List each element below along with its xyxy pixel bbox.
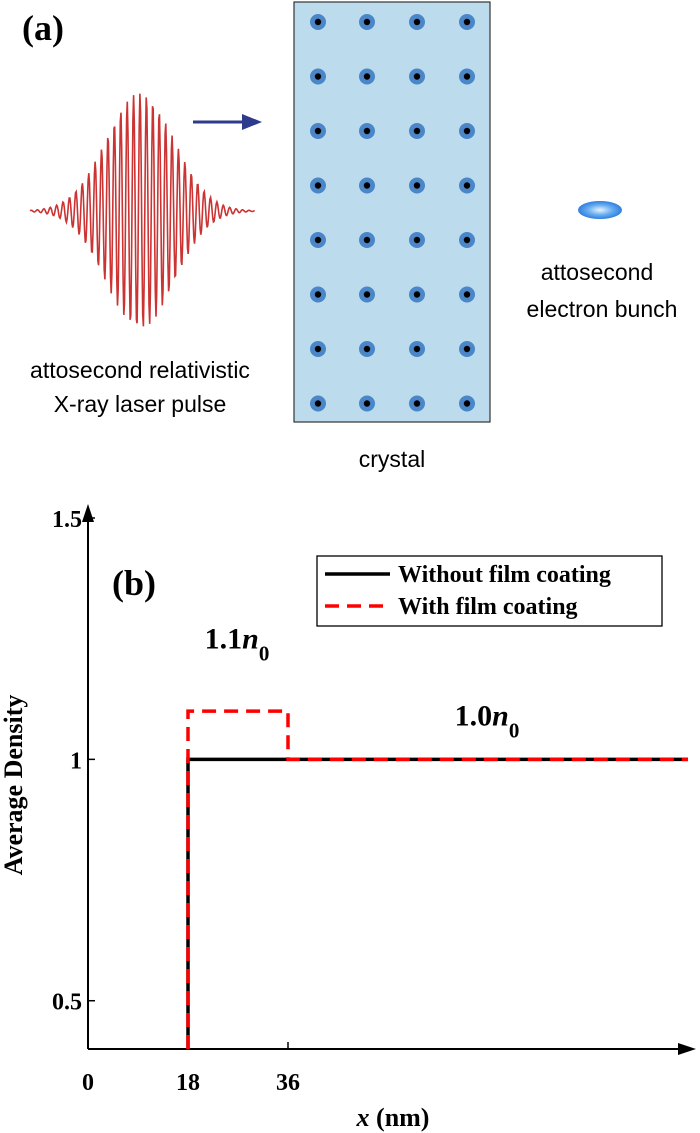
crystal-atoms [310,14,475,412]
y-axis-arrowhead-icon [82,504,94,522]
crystal-lattice-icon [293,1,491,423]
y-axis-label: Average Density [0,695,28,876]
panel-b-chart: 0.5 1 1.5 0 18 36 Average Density x (nm) (b)… [0,504,696,1132]
atom-icon [359,14,375,30]
atom-icon [459,395,475,412]
atom-icon [310,123,326,139]
y-tick-label: 1.5 [52,507,82,533]
propagation-arrow-icon [193,114,262,130]
atom-icon [409,286,425,303]
atom-icon [359,286,375,303]
atom-icon [459,123,475,139]
atom-icon [359,123,375,139]
x-tick-label: 36 [276,1070,300,1096]
series-line-1 [186,757,688,1049]
bunch-caption-line-2: electron bunch [527,296,678,322]
x-tick-label: 0 [82,1070,94,1096]
atom-icon [459,177,475,194]
atom-icon [310,68,326,85]
chart-annotations: 1.1n0 1.0n0 [205,622,520,742]
crystal-caption: crystal [359,446,425,472]
atom-icon [409,341,425,357]
atom-icon [409,14,425,30]
pulse-caption-line-1: attosecond relativistic [30,357,250,383]
atom-icon [310,341,326,357]
x-axis-label: x (nm) [356,1103,430,1132]
x-axis-label-unit: (nm) [370,1103,430,1132]
series-line-2 [186,709,688,1049]
atom-icon [359,232,375,248]
bunch-caption-line-1: attosecond [541,259,654,285]
atom-icon [459,232,475,248]
x-tick-label: 18 [176,1070,200,1096]
laser-pulse-waveform-icon [29,93,255,327]
atom-icon [459,341,475,357]
panel-a: (a) attosecond relativistic X-ray laser … [22,1,678,472]
panel-a-label: (a) [22,8,64,48]
x-axis-label-variable: x [356,1103,370,1132]
atom-icon [310,286,326,303]
atom-icon [310,395,326,412]
density-annotation-2: 1.0n0 [455,700,520,743]
legend-label: Without film coating [398,562,611,588]
legend-label: With film coating [398,594,578,620]
panel-b-label: (b) [112,563,156,603]
atom-icon [409,123,425,139]
density-annotation-1: 1.1n0 [205,622,270,665]
atom-icon [359,341,375,357]
x-axis-arrowhead-icon [678,1043,696,1055]
atom-icon [459,68,475,85]
atom-icon [359,395,375,412]
atom-icon [359,177,375,194]
pulse-caption-line-2: X-ray laser pulse [54,391,227,417]
y-tick-label: 1 [70,748,82,774]
atom-icon [310,177,326,194]
y-tick-group: 0.5 1 1.5 [52,507,95,1016]
atom-icon [459,14,475,30]
atom-icon [359,68,375,85]
atom-icon [409,395,425,412]
atom-icon [310,14,326,30]
atom-icon [310,232,326,248]
atom-icon [409,177,425,194]
legend-box [316,555,663,627]
atom-icon [409,68,425,85]
x-tick-group: 0 18 36 [82,1042,300,1096]
electron-bunch-ellipse-icon [578,201,622,219]
chart-series [186,709,688,1049]
atom-icon [459,286,475,303]
y-tick-label: 0.5 [52,990,82,1016]
atom-icon [409,232,425,248]
